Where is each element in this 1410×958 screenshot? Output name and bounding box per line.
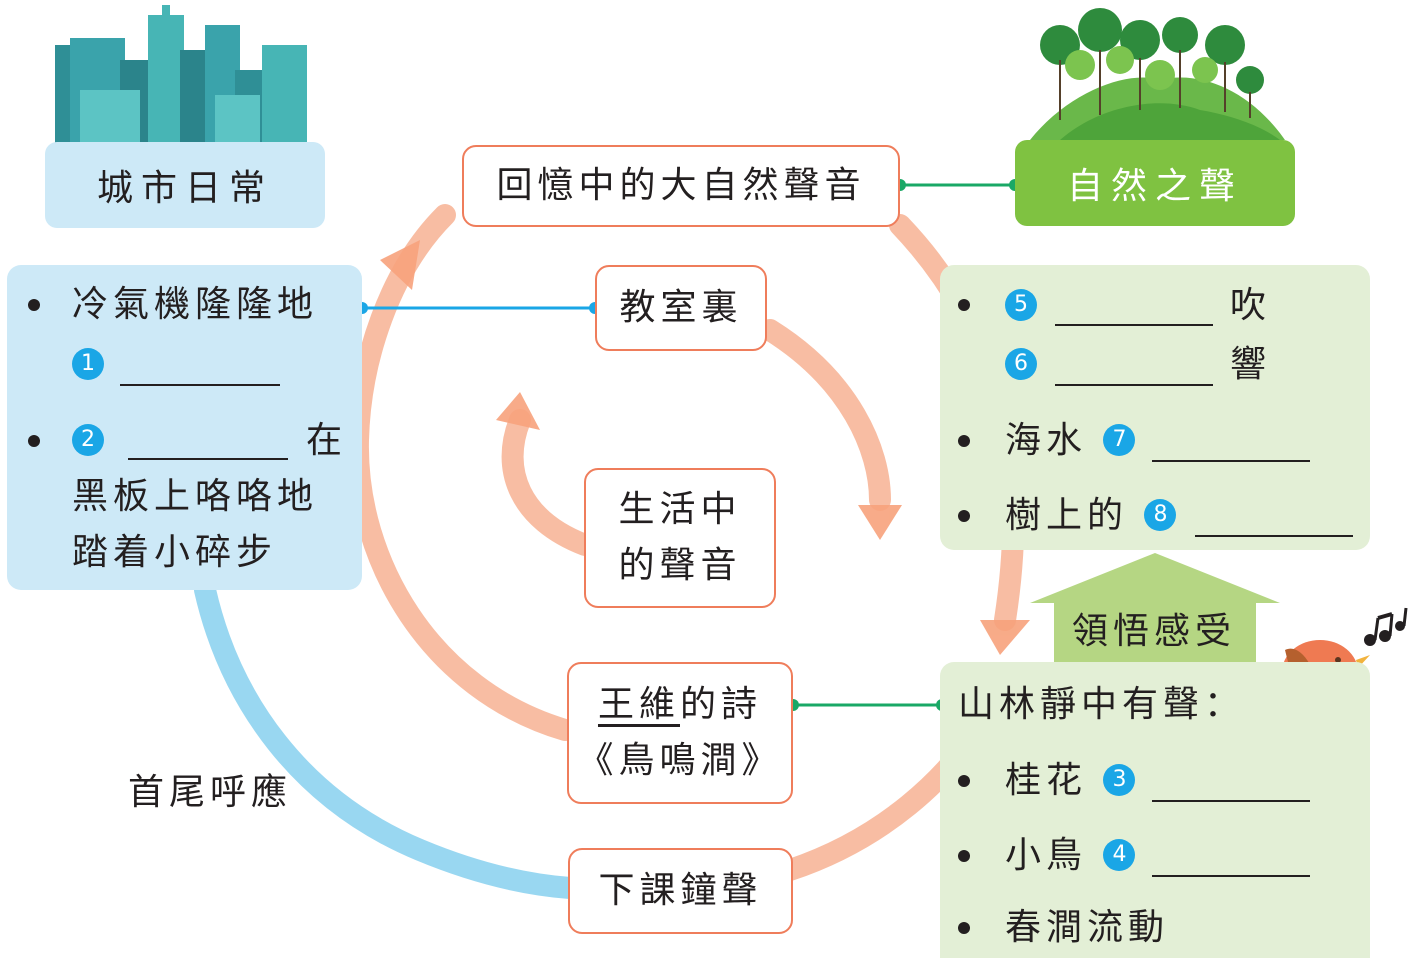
bird-text: 小鳥 [1005,835,1088,876]
number-badge-8: 8 [1144,499,1177,531]
poet-name: 王維 [597,684,680,726]
number-badge-4: 4 [1103,839,1136,871]
number-badge-5: 5 [1005,289,1037,321]
life-sounds-box: 生活中 的聲音 [584,468,776,608]
insight-label: 領悟感受 [1072,611,1237,652]
classroom-box: 教室裏 [595,265,767,351]
osmanthus-text: 桂花 [1005,760,1088,801]
blank-2[interactable] [128,458,288,460]
spiral-arrowheads [380,240,1030,655]
poem-box: 王維的詩 《鳥鳴澗》 [567,662,793,804]
bullet [958,299,970,311]
bell-box: 下課鐘聲 [568,848,793,934]
osmanthus-line: 桂花 3 [1005,760,1136,801]
stream-line: 春澗流動 [1005,907,1170,948]
memory-text: 回憶中的大自然聲音 [496,165,866,207]
bullet [958,775,970,787]
steps-line: 踏着小碎步 [72,532,278,573]
ring-text: 響 [1230,344,1272,385]
sea-line: 海水 7 [1005,420,1136,461]
number-badge-1: 1 [72,348,104,380]
on-text: 在 [306,420,348,461]
insight-arrow [1030,553,1280,662]
blank-2-line: 2 [72,423,104,459]
number-badge-7: 7 [1103,424,1136,456]
life-sounds-line1: 生活中 [618,489,742,531]
tree-text: 樹上的 [1005,495,1129,536]
memory-box: 回憶中的大自然聲音 [462,145,900,227]
blank-1[interactable] [120,384,280,386]
blow-text: 吹 [1230,285,1272,326]
number-badge-3: 3 [1103,764,1136,796]
number-badge-2: 2 [72,424,104,456]
tree-line: 樹上的 8 [1005,495,1177,536]
mountain-heading: 山林靜中有聲： [958,684,1246,725]
poem-title: 《鳥鳴澗》 [577,740,783,781]
bullet [958,922,970,934]
bird-line: 小鳥 4 [1005,835,1136,876]
city-title-text: 城市日常 [96,168,273,209]
blank-6-line: 6 [1005,347,1037,383]
city-panel [7,265,362,590]
classroom-text: 教室裏 [619,287,743,329]
bell-text: 下課鐘聲 [598,870,763,912]
aircon-line: 冷氣機隆隆地 [72,284,319,325]
echo-arc [194,579,581,899]
blank-7[interactable] [1152,460,1310,462]
music-notes-icon [1364,607,1408,646]
poem-line1: 王維的詩 [598,677,762,733]
blank-1-line: 1 [72,347,104,383]
echo-label: 首尾呼應 [128,772,293,813]
blank-8[interactable] [1195,535,1353,537]
poem-suffix: 的詩 [680,684,763,726]
mountain-panel [940,662,1370,958]
forest-hill-icon [1030,8,1285,140]
bullet [28,299,40,311]
bullet [958,435,970,447]
nature-title-text: 自然之聲 [1066,166,1243,207]
sea-text: 海水 [1005,420,1088,461]
city-skyline-icon [55,5,307,145]
bullet [28,435,40,447]
city-title: 城市日常 [45,142,325,228]
board-line: 黑板上咯咯地 [72,476,319,517]
life-sounds-line2: 的聲音 [618,545,742,586]
blank-5-line: 5 [1005,288,1037,324]
blank-4[interactable] [1152,875,1310,877]
blank-6[interactable] [1055,384,1213,386]
bullet [958,850,970,862]
nature-title: 自然之聲 [1015,140,1295,226]
blank-3[interactable] [1152,800,1310,802]
bullet [958,510,970,522]
blank-5[interactable] [1055,324,1213,326]
number-badge-6: 6 [1005,348,1037,380]
